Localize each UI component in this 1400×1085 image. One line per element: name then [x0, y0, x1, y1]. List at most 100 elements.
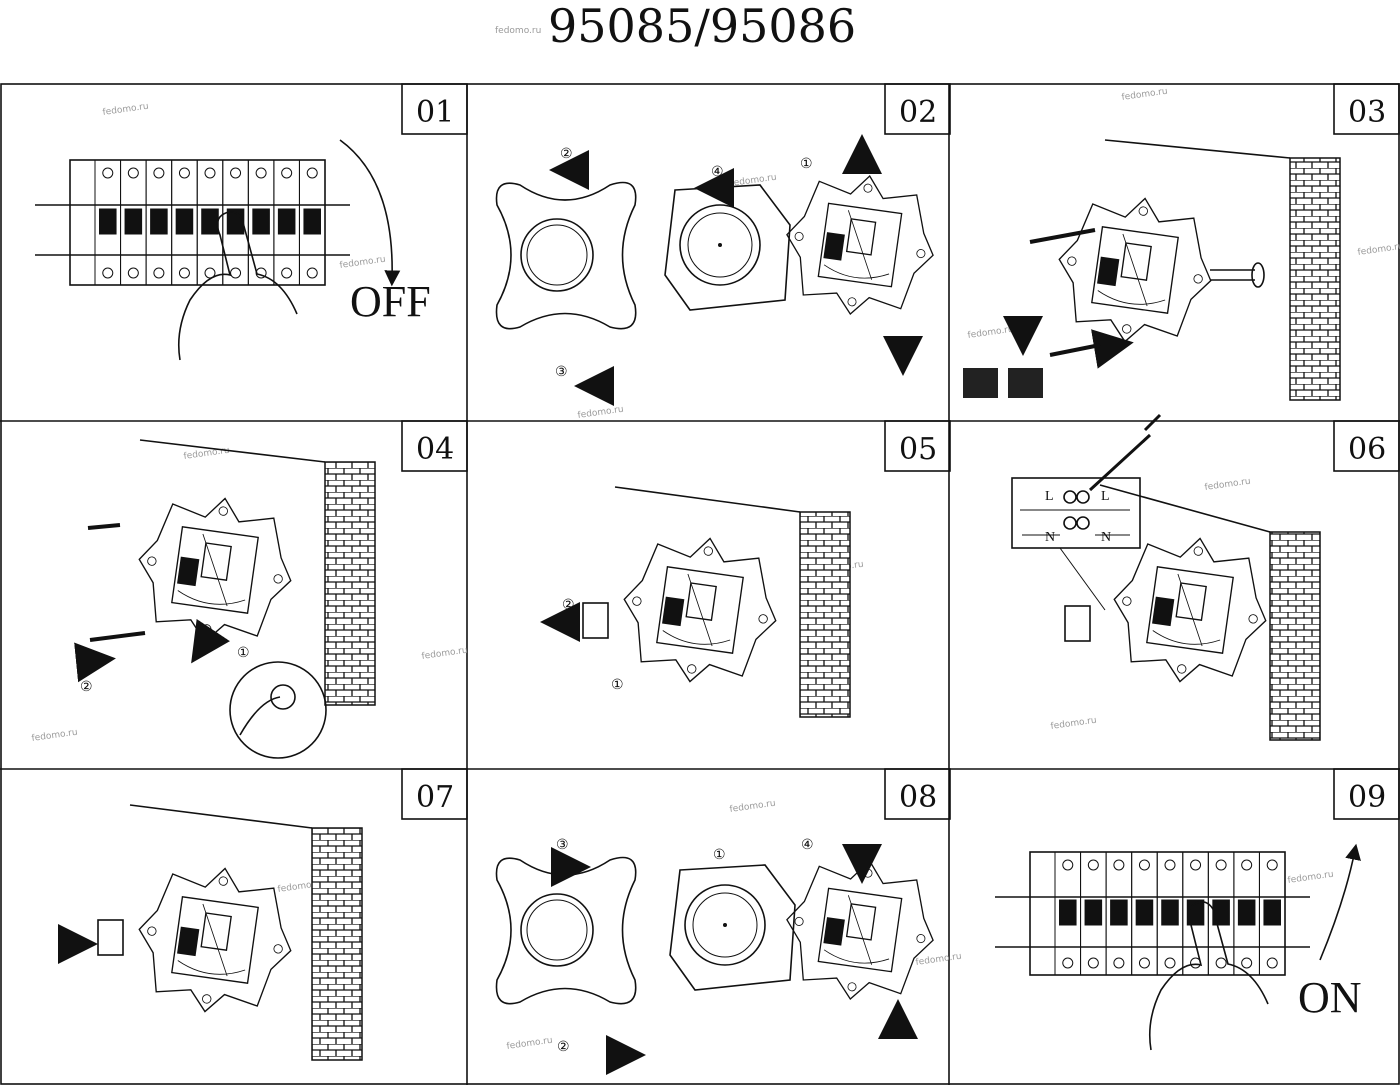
- terminal-block: [823, 917, 845, 946]
- transformer: [200, 912, 232, 951]
- terminal-screw: [1138, 859, 1150, 871]
- transformer: [845, 903, 877, 941]
- terminal-screw: [1063, 490, 1077, 504]
- step-number: 01: [416, 95, 454, 130]
- mounting-plate: [1058, 197, 1212, 343]
- terminal-screw: [1241, 859, 1253, 871]
- terminal-screw: [230, 267, 242, 279]
- step-number-box: [1333, 768, 1400, 820]
- brick-wall: [1269, 531, 1321, 741]
- diffuser-disc-inner: [687, 212, 753, 278]
- terminal-screw: [102, 167, 114, 179]
- brick-wall: [324, 461, 376, 706]
- brick-wall: [799, 511, 851, 718]
- terminal-screw: [255, 167, 267, 179]
- driver-box: [1146, 566, 1234, 654]
- driver-box: [171, 526, 259, 614]
- screw-hole: [687, 664, 697, 674]
- mounting-plate: [623, 537, 777, 683]
- diffuser-frame: [669, 864, 796, 991]
- step-number: 03: [1348, 95, 1386, 130]
- mounting-plate: [786, 174, 934, 316]
- wall-edge: [1104, 139, 1291, 159]
- watermark: fedomo.ru: [339, 255, 386, 271]
- transformer: [200, 542, 232, 581]
- watermark: fedomo.ru: [729, 799, 776, 815]
- step-number: 07: [416, 780, 454, 815]
- step-number-box: [884, 768, 951, 820]
- diffuser-frame: [664, 184, 791, 311]
- off-label: OFF: [350, 277, 431, 326]
- terminal-block: [662, 596, 685, 627]
- terminal-screw: [1063, 516, 1077, 530]
- terminal-screw: [1087, 859, 1099, 871]
- step-marker: ①: [713, 848, 726, 863]
- grid-border: [0, 83, 1400, 1085]
- watermark: fedomo.ru: [506, 1036, 553, 1052]
- watermark: fedomo.ru: [31, 728, 78, 744]
- switch-off-arrow: [339, 139, 401, 287]
- on-label: ON: [1298, 973, 1362, 1022]
- terminal-block: [823, 232, 845, 261]
- terminal-screw: [1241, 957, 1253, 969]
- screwdriver-icon: [1088, 413, 1162, 492]
- screw-hole: [273, 574, 283, 584]
- internal-wiring: [177, 533, 246, 607]
- step-marker: ②: [562, 598, 575, 613]
- breaker-switch: [1263, 899, 1281, 926]
- terminal-screw: [281, 267, 293, 279]
- screw-hole: [916, 934, 926, 944]
- terminal-screw: [1215, 859, 1227, 871]
- watermark: fedomo.ru: [967, 325, 1014, 341]
- direction-arrow: [191, 618, 230, 664]
- breaker-switch: [1135, 899, 1154, 926]
- terminal-screw: [1138, 957, 1150, 969]
- screw-hole: [1122, 596, 1132, 606]
- mounting-plate: [138, 867, 292, 1013]
- terminal-label-n: N: [1101, 530, 1111, 545]
- wall: [614, 486, 851, 718]
- cover-lens: [520, 893, 594, 967]
- step-number: 02: [899, 95, 937, 130]
- wall-edge: [614, 486, 801, 513]
- terminal-screw: [1164, 957, 1176, 969]
- screw-hole: [847, 297, 857, 307]
- decorative-cover: [495, 181, 637, 330]
- cover-lens-inner: [526, 899, 588, 961]
- terminal-block: [1097, 256, 1120, 287]
- terminal-screw: [1266, 859, 1278, 871]
- breaker-switch: [124, 208, 143, 235]
- hand-icon: [1148, 901, 1269, 1051]
- watermark: fedomo.ru: [421, 646, 468, 662]
- direction-arrow: [74, 642, 116, 683]
- terminal-screw: [1062, 957, 1074, 969]
- breaker-switch: [226, 208, 245, 235]
- step-marker: ②: [560, 147, 573, 162]
- terminal-screw: [1266, 957, 1278, 969]
- step-marker: ③: [555, 365, 568, 380]
- terminal-screw: [1087, 957, 1099, 969]
- plate-outline: [623, 537, 777, 683]
- step-marker: ①: [237, 646, 250, 661]
- step-marker: ④: [711, 165, 724, 180]
- hand-icon: [177, 211, 298, 361]
- breaker-switch: [201, 208, 219, 235]
- transformer: [845, 218, 877, 256]
- internal-wiring: [1152, 573, 1221, 647]
- terminal-screw: [127, 267, 139, 279]
- internal-wiring: [177, 903, 246, 977]
- diffuser-center: [723, 923, 727, 927]
- step-number: 09: [1348, 780, 1386, 815]
- step-number-box: [884, 83, 951, 135]
- screw-hole: [863, 183, 873, 193]
- internal-wiring: [823, 210, 890, 280]
- terminal-screw: [153, 167, 165, 179]
- cover-lens: [520, 218, 594, 292]
- screw-hole: [1193, 546, 1203, 556]
- step-number-box: [401, 83, 468, 135]
- step-number-box: [1333, 83, 1400, 135]
- wall: [139, 439, 376, 706]
- terminal-screw: [1113, 957, 1125, 969]
- terminal-screw: [102, 267, 114, 279]
